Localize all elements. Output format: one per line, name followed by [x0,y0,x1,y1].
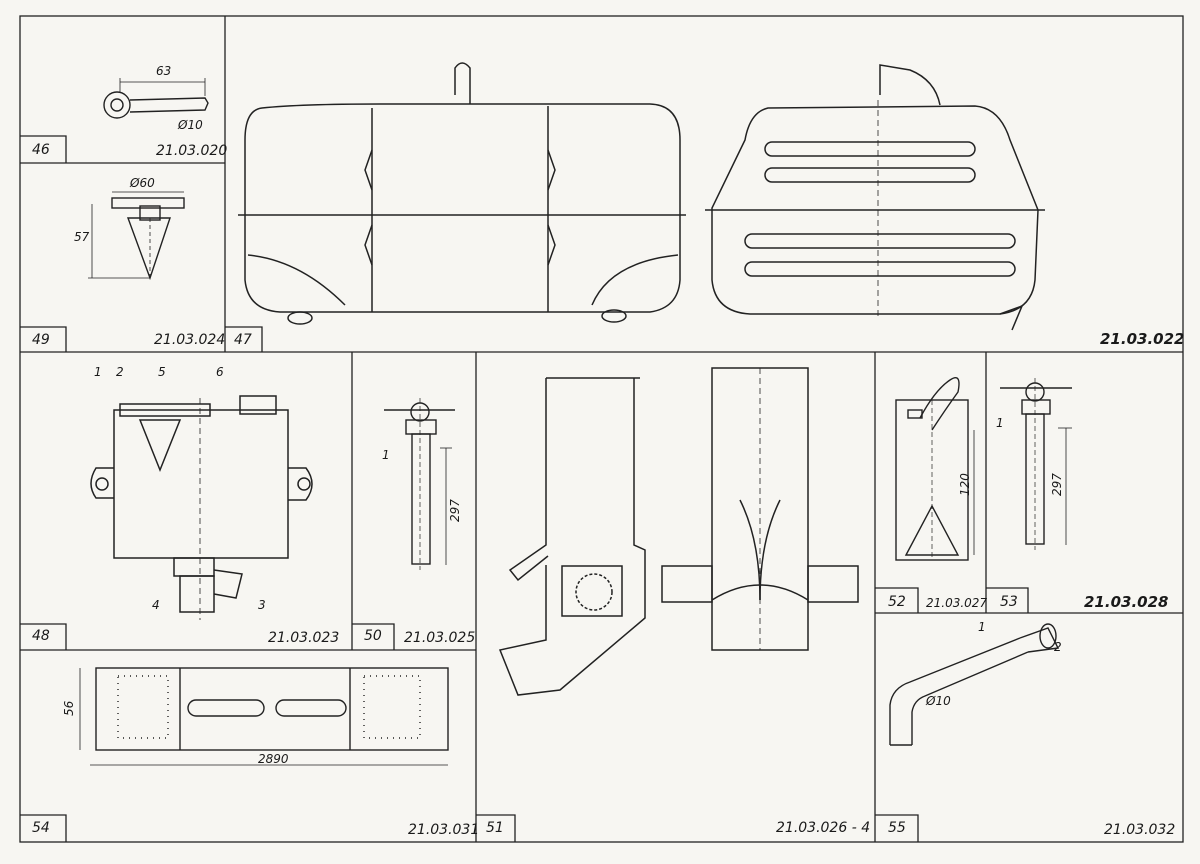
part-code: 21.03.028 [1084,593,1169,611]
callout-label: 6 [216,365,224,379]
part-47-tank-front [238,62,686,325]
part-49-cone [88,191,185,281]
sheet-frame [19,15,1184,843]
part-code: 21.03.026 - 4 [776,820,871,836]
number-box [875,814,919,842]
dimension-label: Ø10 [178,118,203,132]
panel-number: 50 [364,628,382,644]
panel-number: 51 [486,820,504,836]
panel-number: 46 [32,142,50,158]
dimension-label: 56 [62,700,76,716]
panel-number: 55 [888,820,906,836]
part-47-tank-side [705,64,1045,331]
part-code: 21.03.024 [154,332,226,348]
dimension-label: Ø10 [926,694,951,708]
part-54-plate [79,667,449,766]
part-code: 21.03.031 [408,822,480,838]
number-box [225,326,263,352]
number-box [20,623,67,650]
part-53-valve [1000,378,1072,550]
part-48-assembly [90,395,313,620]
number-box [476,814,516,842]
panel-number: 52 [888,594,906,610]
part-code: 21.03.022 [1100,330,1185,348]
number-box [20,326,67,352]
dimension-label: 63 [156,64,172,78]
dimension-label: Ø60 [130,176,155,190]
dimension-label: 297 [448,499,462,522]
part-50-valve [384,398,455,570]
callout-label: 2 [116,365,124,379]
panel-number: 53 [1000,594,1018,610]
part-55-bent-tube [889,623,1060,746]
panel-number: 49 [32,332,50,348]
number-box [986,587,1029,613]
dimension-label: 57 [74,230,90,244]
panel-number: 48 [32,628,50,644]
callout-label: 4 [152,598,160,612]
part-code: 21.03.027 [926,596,988,610]
part-code: 21.03.023 [268,630,340,646]
part-code: 21.03.020 [156,143,228,159]
number-box [20,814,67,842]
callout-label: 1 [382,448,390,462]
dimension-label: 120 [958,473,972,496]
part-code: 21.03.025 [404,630,476,646]
callout-label: 1 [978,620,986,634]
part-52-cartridge [895,377,975,561]
dimension-label: 2890 [258,752,289,766]
number-box [875,587,919,613]
dimension-label: 297 [1050,473,1064,496]
number-box [352,623,395,650]
panel-number: 54 [32,820,50,836]
callout-label: 3 [258,598,266,612]
callout-label: 5 [158,365,166,379]
part-51-pipes [498,367,859,696]
part-46-eye-fitting [103,78,209,119]
part-code: 21.03.032 [1104,822,1176,838]
callout-label: 1 [996,416,1004,430]
callout-label: 2 [1054,640,1062,654]
panel-number: 47 [234,332,252,348]
callout-label: 1 [94,365,102,379]
number-box [20,135,67,163]
